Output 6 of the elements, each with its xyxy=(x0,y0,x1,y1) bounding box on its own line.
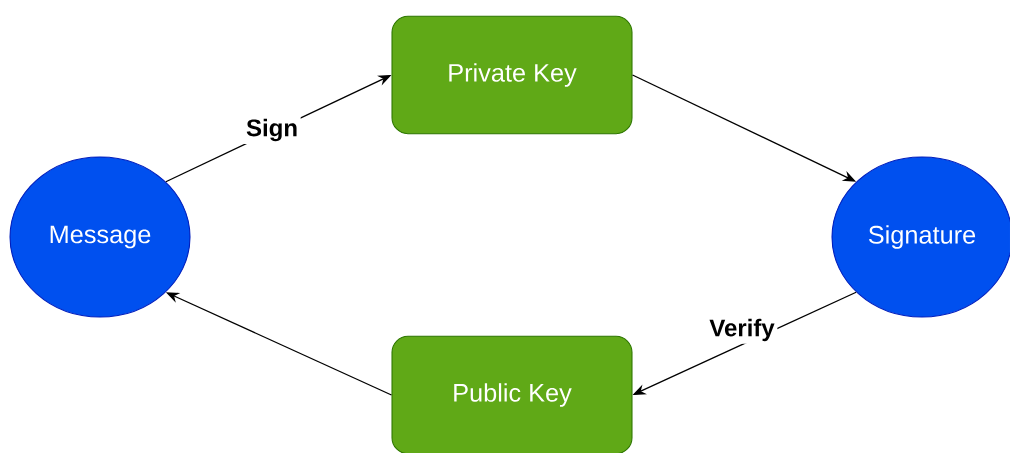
ellipse-node: Signature xyxy=(831,156,1010,318)
ellipse-node: Message xyxy=(9,156,191,318)
edge-label: Verify xyxy=(706,316,778,344)
edge-label: Sign xyxy=(243,116,301,144)
key-box: Public Key xyxy=(391,335,633,453)
key-box: Private Key xyxy=(391,15,633,135)
